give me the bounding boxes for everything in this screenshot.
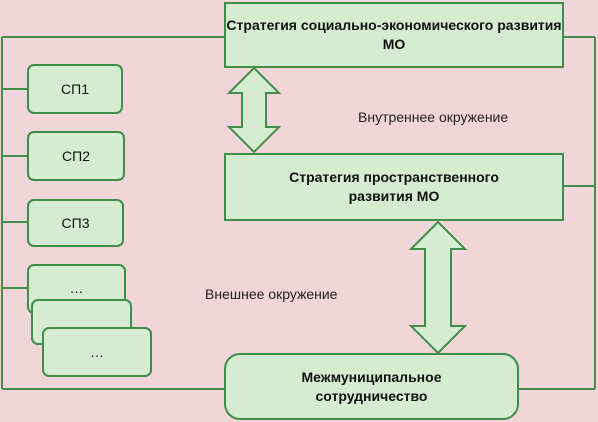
sp-box-stack-front-label: … bbox=[90, 344, 104, 360]
spatial-strategy-text: Стратегия пространственного развития МО bbox=[289, 169, 499, 204]
sp-box-stack-back-label: … bbox=[69, 280, 84, 296]
sp-box-1-label: СП1 bbox=[61, 81, 89, 97]
external-environment-label: Внешнее окружение bbox=[205, 286, 338, 302]
double-arrow-lower bbox=[408, 220, 468, 355]
sp-box-2-label: СП2 bbox=[62, 148, 90, 164]
sp-box-1: СП1 bbox=[27, 64, 123, 114]
double-arrow-upper bbox=[226, 66, 282, 154]
socio-economic-strategy-text: Стратегия социально-экономического разви… bbox=[226, 17, 562, 52]
internal-environment-label: Внутреннее окружение bbox=[358, 109, 509, 125]
intermunicipal-cooperation-box: Межмуниципальное сотрудничество bbox=[224, 353, 519, 420]
sp-box-stack-front: … bbox=[42, 327, 152, 377]
spatial-strategy-box: Стратегия пространственного развития МО bbox=[224, 153, 564, 221]
sp-box-3: СП3 bbox=[27, 199, 124, 247]
sp-box-3-label: СП3 bbox=[61, 215, 90, 231]
socio-economic-strategy-box: Стратегия социально-экономического разви… bbox=[224, 2, 564, 68]
intermunicipal-cooperation-text: Межмуниципальное сотрудничество bbox=[301, 368, 442, 404]
sp-box-2: СП2 bbox=[27, 131, 125, 181]
